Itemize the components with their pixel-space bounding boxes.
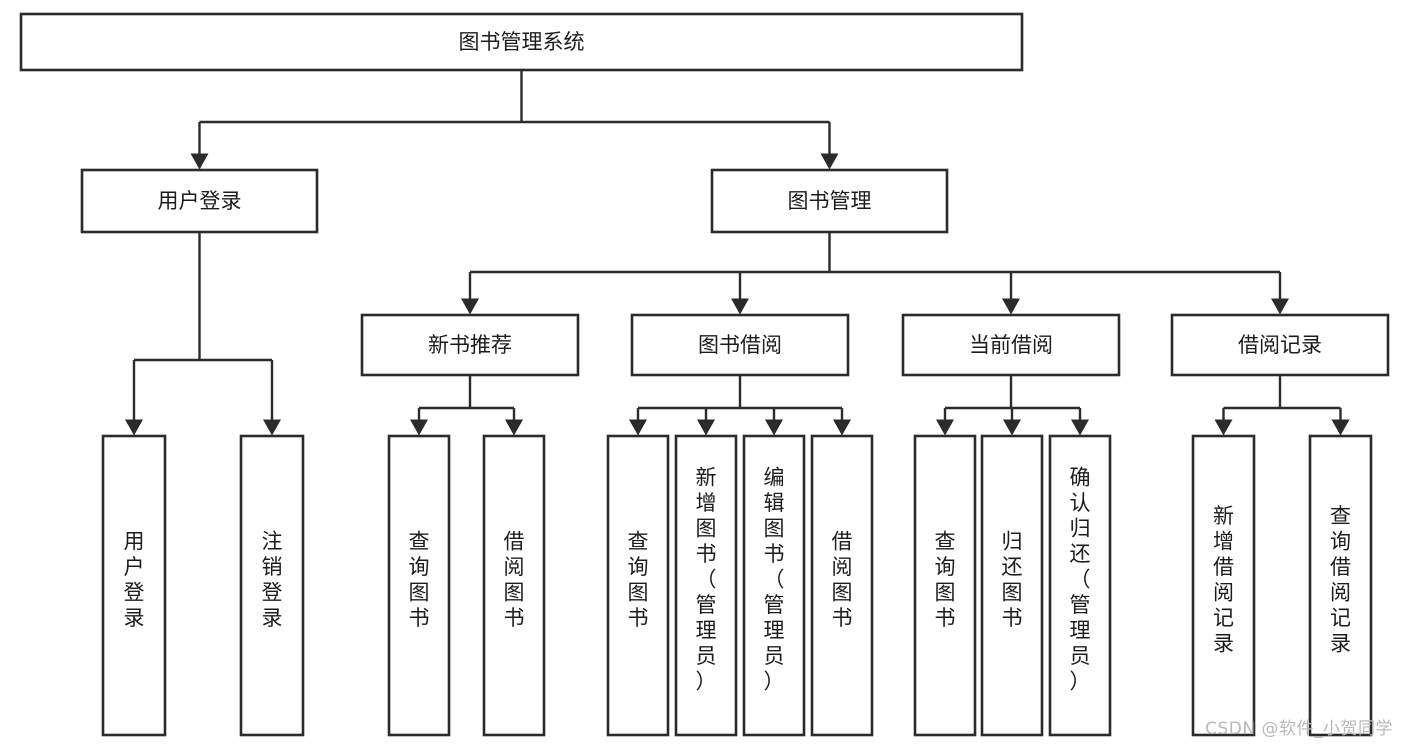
node-book-borrow[interactable]: 图书借阅	[630, 313, 850, 377]
arrow-head-icon	[125, 419, 143, 436]
node-label-leaf-query-book-1: 查询图书	[409, 529, 430, 630]
arrow-head-icon	[820, 153, 839, 170]
node-box-user-login	[80, 168, 319, 234]
node-leaf-query-borrow-record[interactable]: 查询借阅记录	[1308, 434, 1373, 737]
node-box-leaf-add-borrow-record	[1191, 434, 1256, 737]
node-box-book-manage	[710, 168, 949, 234]
node-leaf-user-login[interactable]: 用户登录	[101, 434, 167, 737]
node-label-leaf-logout-login: 注销登录	[262, 529, 283, 630]
node-book-manage[interactable]: 图书管理	[710, 168, 949, 234]
node-leaf-confirm-return-admin[interactable]: 确认归还（管理员）	[1048, 434, 1112, 737]
node-box-leaf-user-login	[101, 434, 167, 737]
node-label-leaf-user-login: 用户登录	[124, 529, 145, 630]
arrow-head-icon	[505, 419, 523, 436]
node-box-leaf-query-book-3	[913, 434, 977, 737]
connector-layer	[125, 70, 1350, 436]
arrow-head-icon	[461, 298, 479, 315]
node-leaf-query-book-3[interactable]: 查询图书	[913, 434, 977, 737]
node-label-leaf-query-book-3: 查询图书	[935, 529, 956, 630]
node-label-leaf-add-book-admin: 新增图书（管理员）	[696, 466, 717, 694]
arrow-head-icon	[1271, 298, 1289, 315]
node-label-leaf-query-book-2: 查询图书	[628, 529, 649, 630]
node-layer: 图书管理系统用户登录图书管理新书推荐图书借阅当前借阅借阅记录用户登录注销登录查询…	[19, 12, 1390, 737]
node-label-current-borrow: 当前借阅	[969, 333, 1053, 357]
node-label-leaf-confirm-return-admin: 确认归还（管理员）	[1070, 466, 1091, 694]
node-box-leaf-add-book-admin	[674, 434, 738, 737]
node-label-book-manage: 图书管理	[788, 189, 872, 213]
node-leaf-edit-book-admin[interactable]: 编辑图书（管理员）	[742, 434, 806, 737]
node-box-leaf-query-book-1	[387, 434, 451, 737]
node-leaf-borrow-book-1[interactable]: 借阅图书	[482, 434, 546, 737]
node-box-root	[19, 12, 1024, 72]
node-box-leaf-borrow-book-2	[810, 434, 874, 737]
node-current-borrow[interactable]: 当前借阅	[901, 313, 1121, 377]
node-label-book-borrow: 图书借阅	[698, 333, 782, 357]
node-label-leaf-borrow-book-1: 借阅图书	[504, 529, 525, 630]
node-box-leaf-return-book	[980, 434, 1044, 737]
arrow-head-icon	[697, 419, 715, 436]
node-box-current-borrow	[901, 313, 1121, 377]
arrow-head-icon	[731, 298, 749, 315]
arrow-head-icon	[833, 419, 851, 436]
arrow-head-icon	[190, 153, 209, 170]
node-box-borrow-record	[1170, 313, 1390, 377]
node-label-leaf-query-borrow-record: 查询借阅记录	[1330, 504, 1351, 656]
node-box-leaf-query-borrow-record	[1308, 434, 1373, 737]
arrow-head-icon	[1071, 419, 1089, 436]
node-root[interactable]: 图书管理系统	[19, 12, 1024, 72]
node-box-leaf-logout-login	[239, 434, 305, 737]
node-new-book-recommend[interactable]: 新书推荐	[360, 313, 580, 377]
node-box-leaf-confirm-return-admin	[1048, 434, 1112, 737]
arrow-head-icon	[263, 419, 281, 436]
node-box-leaf-edit-book-admin	[742, 434, 806, 737]
arrow-head-icon	[1331, 419, 1350, 436]
node-leaf-query-book-1[interactable]: 查询图书	[387, 434, 451, 737]
arrow-head-icon	[936, 419, 954, 436]
node-label-borrow-record: 借阅记录	[1238, 333, 1322, 357]
arrow-head-icon	[765, 419, 783, 436]
node-user-login[interactable]: 用户登录	[80, 168, 319, 234]
arrow-head-icon	[629, 419, 647, 436]
node-label-leaf-edit-book-admin: 编辑图书（管理员）	[764, 466, 785, 694]
node-label-root: 图书管理系统	[459, 30, 585, 54]
arrow-head-icon	[410, 419, 428, 436]
node-leaf-return-book[interactable]: 归还图书	[980, 434, 1044, 737]
node-box-new-book-recommend	[360, 313, 580, 377]
arrow-head-icon	[1214, 419, 1233, 436]
node-leaf-query-book-2[interactable]: 查询图书	[606, 434, 670, 737]
node-label-leaf-add-borrow-record: 新增借阅记录	[1213, 504, 1234, 656]
node-box-leaf-query-book-2	[606, 434, 670, 737]
node-label-leaf-borrow-book-2: 借阅图书	[832, 529, 853, 630]
node-leaf-add-borrow-record[interactable]: 新增借阅记录	[1191, 434, 1256, 737]
node-label-user-login: 用户登录	[158, 189, 242, 213]
node-box-book-borrow	[630, 313, 850, 377]
arrow-head-icon	[1003, 419, 1021, 436]
node-label-leaf-return-book: 归还图书	[1002, 529, 1023, 630]
node-leaf-logout-login[interactable]: 注销登录	[239, 434, 305, 737]
arrow-head-icon	[1002, 298, 1020, 315]
node-box-leaf-borrow-book-1	[482, 434, 546, 737]
node-leaf-add-book-admin[interactable]: 新增图书（管理员）	[674, 434, 738, 737]
node-leaf-borrow-book-2[interactable]: 借阅图书	[810, 434, 874, 737]
node-borrow-record[interactable]: 借阅记录	[1170, 313, 1390, 377]
node-label-new-book-recommend: 新书推荐	[428, 333, 512, 357]
